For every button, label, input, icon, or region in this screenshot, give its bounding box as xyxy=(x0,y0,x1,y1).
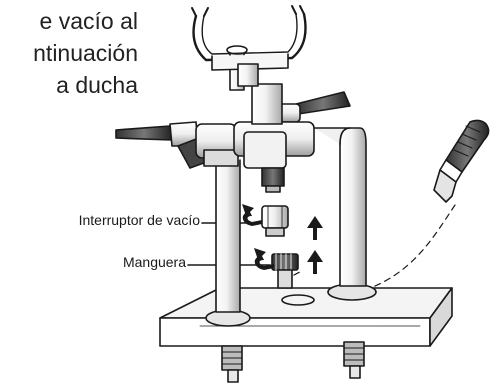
up-arrow-icon xyxy=(307,250,323,274)
bottom-connector-right xyxy=(343,341,365,379)
instruction-line-2: ntinuación xyxy=(33,40,138,66)
shower-cradle xyxy=(191,5,307,87)
up-arrow-icon xyxy=(307,216,323,240)
hose-fitting-part xyxy=(271,253,299,289)
base-plate xyxy=(159,287,453,347)
rotation-arrow-icon xyxy=(242,204,262,226)
left-lever-handle xyxy=(115,121,199,147)
instruction-line-1: e vacío al xyxy=(39,8,138,34)
instruction-line-3: a ducha xyxy=(56,72,138,98)
right-riser-pipe xyxy=(339,127,367,287)
central-mixer-body xyxy=(233,83,315,193)
left-valve-body xyxy=(177,123,239,169)
hose-label: Manguera xyxy=(122,254,186,270)
left-riser-pipe xyxy=(215,159,241,313)
vacuum-breaker-part xyxy=(261,205,289,237)
right-lever-handle xyxy=(271,91,351,123)
rotation-arrow-icon xyxy=(254,248,274,270)
hand-shower-head xyxy=(433,119,490,203)
bottom-connector-left xyxy=(221,345,243,383)
vacuum-breaker-label: Interruptor de vacío xyxy=(78,212,200,228)
hose-hole xyxy=(281,294,315,306)
